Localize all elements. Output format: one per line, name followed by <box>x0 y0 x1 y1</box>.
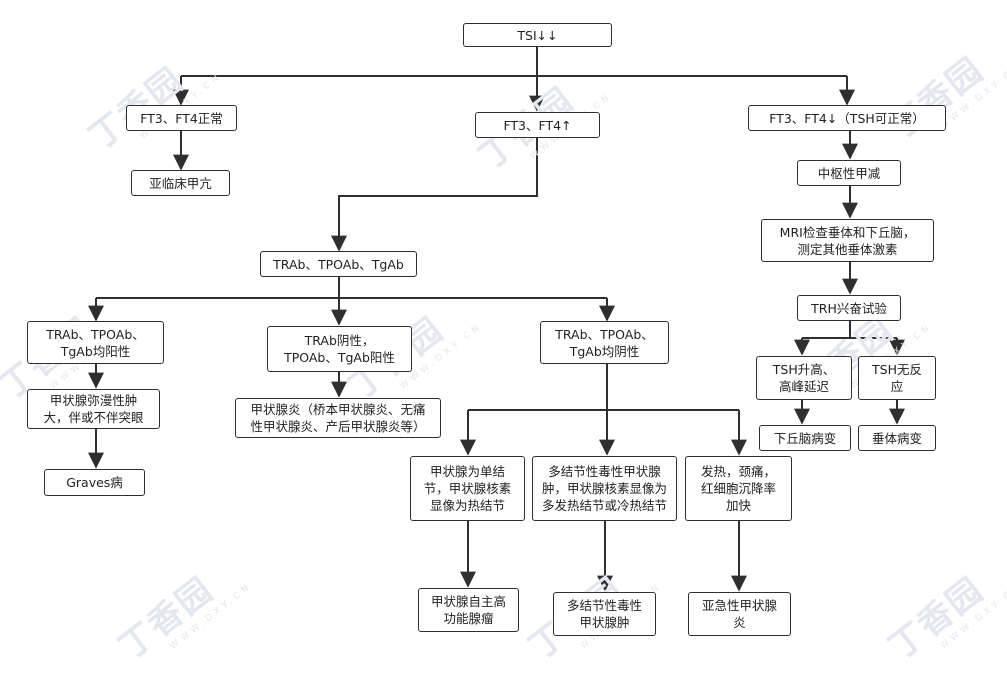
node-trh: TRH兴奋试验 <box>797 295 901 321</box>
node-thyroiditis: 甲状腺炎（桥本甲状腺炎、无痛 性甲状腺炎、产后甲状腺炎等） <box>235 398 441 438</box>
node-subclinical: 亚临床甲亢 <box>131 170 230 196</box>
node-mri: MRI检查垂体和下丘脑， 测定其他垂体激素 <box>761 219 934 262</box>
node-ft-normal: FT3、FT4正常 <box>126 105 237 131</box>
node-graves: Graves病 <box>44 469 145 496</box>
node-fever: 发热，颈痛， 红细胞沉降率 加快 <box>685 456 792 521</box>
node-tsh-delayed: TSH升高、 高峰延迟 <box>756 356 852 400</box>
node-antibodies: TRAb、TPOAb、TgAb <box>260 251 417 277</box>
node-pituitary: 垂体病变 <box>858 425 936 451</box>
node-multi-nodule: 多结节性毒性甲状腺 肿，甲状腺核素显像为 多发热结节或冷热结节 <box>532 456 677 521</box>
node-all-positive: TRAb、TPOAb、 TgAb均阳性 <box>27 321 164 364</box>
node-subacute: 亚急性甲状腺 炎 <box>688 592 791 636</box>
node-hypothalamic: 下丘脑病变 <box>759 425 851 451</box>
connector-lines <box>88 47 905 592</box>
node-tsh-noresponse: TSH无反 应 <box>858 356 936 400</box>
node-ft-up: FT3、FT4↑ <box>475 112 600 138</box>
node-tsi: TSI↓↓ <box>463 23 612 47</box>
node-adenoma: 甲状腺自主高 功能腺瘤 <box>418 588 519 632</box>
node-all-negative: TRAb、TPOAb、 TgAb均阴性 <box>540 321 669 364</box>
node-diffuse-goiter: 甲状腺弥漫性肿 大，伴或不伴突眼 <box>27 389 160 429</box>
node-ft-down: FT3、FT4↓（TSH可正常） <box>748 105 946 131</box>
node-toxic-goiter: 多结节性毒性 甲状腺肿 <box>553 592 656 636</box>
node-trab-negative: TRAb阴性， TPOAb、TgAb阳性 <box>267 326 412 372</box>
node-single-nodule: 甲状腺为单结 节，甲状腺核素 显像为热结节 <box>410 456 525 521</box>
arrow <box>331 138 538 252</box>
node-central-hypo: 中枢性甲减 <box>797 160 901 186</box>
